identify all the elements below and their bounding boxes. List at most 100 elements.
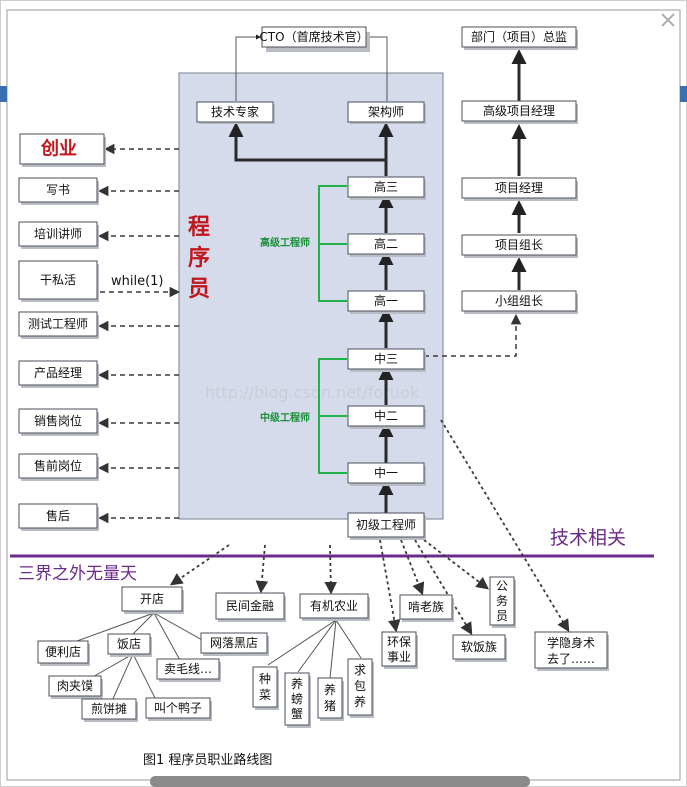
svg-text:肉夹馍: 肉夹馍 xyxy=(57,679,93,693)
box-shop[interactable]: 开店 xyxy=(121,586,184,614)
svg-text:CTO（首席技术官）: CTO（首席技术官） xyxy=(259,29,368,44)
box-hermit[interactable]: 学隐身术 去了…… xyxy=(534,631,609,671)
svg-text:员: 员 xyxy=(496,609,508,623)
box-mid1[interactable]: 中一 xyxy=(347,462,426,486)
svg-text:煎饼摊: 煎饼摊 xyxy=(91,701,127,716)
box-sales[interactable]: 销售岗位 xyxy=(18,408,99,436)
svg-text:销售岗位: 销售岗位 xyxy=(34,413,82,428)
svg-text:便利店: 便利店 xyxy=(45,645,81,659)
svg-text:售前岗位: 售前岗位 xyxy=(34,458,82,473)
svg-text:写书: 写书 xyxy=(46,183,70,197)
svg-text:技术专家: 技术专家 xyxy=(211,104,259,119)
box-tech-expert[interactable]: 技术专家 xyxy=(196,101,275,124)
svg-text:去了……: 去了…… xyxy=(547,652,595,666)
svg-text:干私活: 干私活 xyxy=(40,273,76,287)
box-team-lead[interactable]: 小组组长 xyxy=(461,290,578,314)
box-architect[interactable]: 架构师 xyxy=(347,101,426,124)
box-test-engineer[interactable]: 测试工程师 xyxy=(18,311,99,339)
box-rent-collector[interactable]: 啃老族 xyxy=(399,594,454,622)
senior-group-label: 高级工程师 xyxy=(260,236,310,249)
svg-text:饭店: 饭店 xyxy=(117,637,141,651)
box-grow-veg[interactable]: 种 菜 xyxy=(252,666,279,710)
loop-label: while(1) xyxy=(111,274,164,289)
svg-text:环保: 环保 xyxy=(387,635,411,649)
side-role-arrows xyxy=(97,143,181,524)
svg-text:务: 务 xyxy=(496,593,508,608)
svg-text:架构师: 架构师 xyxy=(368,104,404,119)
box-jianbing[interactable]: 煎饼摊 xyxy=(81,698,138,722)
box-restaurant[interactable]: 饭店 xyxy=(107,633,152,657)
svg-text:测试工程师: 测试工程师 xyxy=(28,316,88,331)
svg-text:有机农业: 有机农业 xyxy=(310,599,358,613)
tech-ladder-arrows xyxy=(228,34,394,513)
box-freeloader[interactable]: 软饭族 xyxy=(452,634,507,662)
svg-text:产品经理: 产品经理 xyxy=(34,366,82,380)
box-raise-crab[interactable]: 养 螃 蟹 xyxy=(284,672,311,728)
box-duck[interactable]: 叫个鸭子 xyxy=(145,697,212,721)
svg-text:猪: 猪 xyxy=(324,699,336,713)
svg-text:叫个鸭子: 叫个鸭子 xyxy=(154,701,202,715)
svg-text:项目经理: 项目经理 xyxy=(495,181,543,195)
box-presales[interactable]: 售前岗位 xyxy=(18,453,99,481)
svg-text:高一: 高一 xyxy=(374,293,398,308)
box-senior-pm[interactable]: 高级项目经理 xyxy=(461,100,578,124)
box-env-protection[interactable]: 环保 事业 xyxy=(381,631,418,669)
svg-text:创业: 创业 xyxy=(40,138,77,160)
box-senior3[interactable]: 高三 xyxy=(347,176,426,200)
svg-text:部门（项目）总监: 部门（项目）总监 xyxy=(471,29,567,44)
box-folk-finance[interactable]: 民间金融 xyxy=(215,592,286,622)
box-startup[interactable]: 创业 xyxy=(19,133,106,167)
box-civil-servant[interactable]: 公 务 员 xyxy=(489,576,516,628)
svg-text:中二: 中二 xyxy=(374,408,398,423)
box-senior1[interactable]: 高一 xyxy=(347,290,426,314)
box-seek-support[interactable]: 求 包 养 xyxy=(347,658,374,718)
svg-text:售后: 售后 xyxy=(46,508,70,523)
box-aftersales[interactable]: 售后 xyxy=(18,503,99,531)
svg-text:培训讲师: 培训讲师 xyxy=(34,226,82,241)
mgmt-ladder-arrows xyxy=(424,49,527,357)
box-roujiamo[interactable]: 肉夹馍 xyxy=(48,675,103,699)
box-cto[interactable]: CTO（首席技术官） xyxy=(259,26,370,52)
box-mid2[interactable]: 中二 xyxy=(347,405,426,429)
svg-text:卖毛线…: 卖毛线… xyxy=(164,662,212,676)
box-senior2[interactable]: 高二 xyxy=(347,233,426,257)
box-netcafe[interactable]: 网落黑店 xyxy=(200,632,269,656)
box-pm[interactable]: 项目经理 xyxy=(461,177,578,201)
svg-text:小组组长: 小组组长 xyxy=(495,294,543,308)
box-knitwear[interactable]: 卖毛线… xyxy=(156,658,221,682)
box-junior[interactable]: 初级工程师 xyxy=(347,512,426,540)
box-raise-pig[interactable]: 养 猪 xyxy=(317,677,344,721)
box-project-lead[interactable]: 项目组长 xyxy=(461,234,578,258)
svg-text:高二: 高二 xyxy=(374,236,398,251)
box-mid3[interactable]: 中三 xyxy=(347,348,426,372)
svg-text:员: 员 xyxy=(188,277,210,302)
tech-related-label: 技术相关 xyxy=(550,527,626,549)
mid-group-label: 中级工程师 xyxy=(260,411,310,424)
svg-text:蟹: 蟹 xyxy=(291,706,303,721)
svg-text:养: 养 xyxy=(354,694,366,709)
svg-text:开店: 开店 xyxy=(140,592,164,606)
svg-text:养: 养 xyxy=(291,676,303,691)
svg-text:求: 求 xyxy=(354,663,366,677)
box-organic-farming[interactable]: 有机农业 xyxy=(299,593,370,621)
box-convenience-store[interactable]: 便利店 xyxy=(37,640,90,666)
outside-arrows xyxy=(169,419,570,636)
close-icon[interactable] xyxy=(661,13,675,27)
box-product-manager[interactable]: 产品经理 xyxy=(18,360,99,388)
box-director[interactable]: 部门（项目）总监 xyxy=(461,26,578,50)
svg-text:螃: 螃 xyxy=(291,691,303,706)
programmer-label: 程 序 员 xyxy=(188,215,210,302)
svg-text:中三: 中三 xyxy=(374,351,398,366)
svg-text:高三: 高三 xyxy=(374,179,398,194)
svg-text:序: 序 xyxy=(188,245,210,271)
svg-text:初级工程师: 初级工程师 xyxy=(356,517,416,532)
figure-caption: 图1 程序员职业路线图 xyxy=(143,752,272,768)
svg-text:程: 程 xyxy=(188,215,210,240)
box-side-job[interactable]: 干私活 xyxy=(18,260,99,302)
svg-text:中一: 中一 xyxy=(374,465,398,480)
box-trainer[interactable]: 培训讲师 xyxy=(18,221,99,249)
box-writer[interactable]: 写书 xyxy=(18,177,99,205)
svg-text:养: 养 xyxy=(324,682,336,697)
svg-text:包: 包 xyxy=(354,679,366,693)
